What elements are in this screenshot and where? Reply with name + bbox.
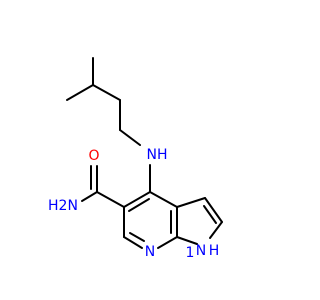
structure-diagram: NH O H2N N N H 1 bbox=[48, 57, 223, 261]
bond-amide-n bbox=[81, 191, 98, 202]
pyrrole-n-label: N bbox=[196, 243, 206, 259]
bond-c3a-c3 bbox=[176, 197, 206, 208]
bond-chain-3 bbox=[119, 129, 141, 146]
bond-c3-c2-double bbox=[203, 205, 217, 224]
amide-nh2-label: H2N bbox=[48, 198, 78, 214]
pyridine-n-label: N bbox=[145, 244, 155, 260]
bond-c6-n7-double bbox=[129, 232, 145, 242]
bond-c5-amide bbox=[96, 191, 125, 208]
amide-oxygen-label: O bbox=[88, 148, 99, 164]
bond-c4-c5 bbox=[123, 191, 151, 208]
bond-chain-1 bbox=[92, 84, 121, 101]
bond-c4-c3a bbox=[149, 191, 178, 208]
bond-c6-n7 bbox=[123, 236, 143, 249]
bond-n1-c7a bbox=[176, 236, 198, 245]
bond-methyl-left bbox=[66, 84, 94, 101]
bond-c4-c5-double bbox=[128, 198, 150, 212]
pyrrole-one-label: 1 bbox=[186, 245, 195, 261]
bond-n7-c7a bbox=[157, 236, 178, 249]
bond-c2-n1 bbox=[209, 221, 223, 239]
amine-nh-label: NH bbox=[147, 147, 168, 163]
pyrrole-h-label: H bbox=[209, 243, 220, 259]
bond-c3-c2 bbox=[204, 197, 223, 223]
